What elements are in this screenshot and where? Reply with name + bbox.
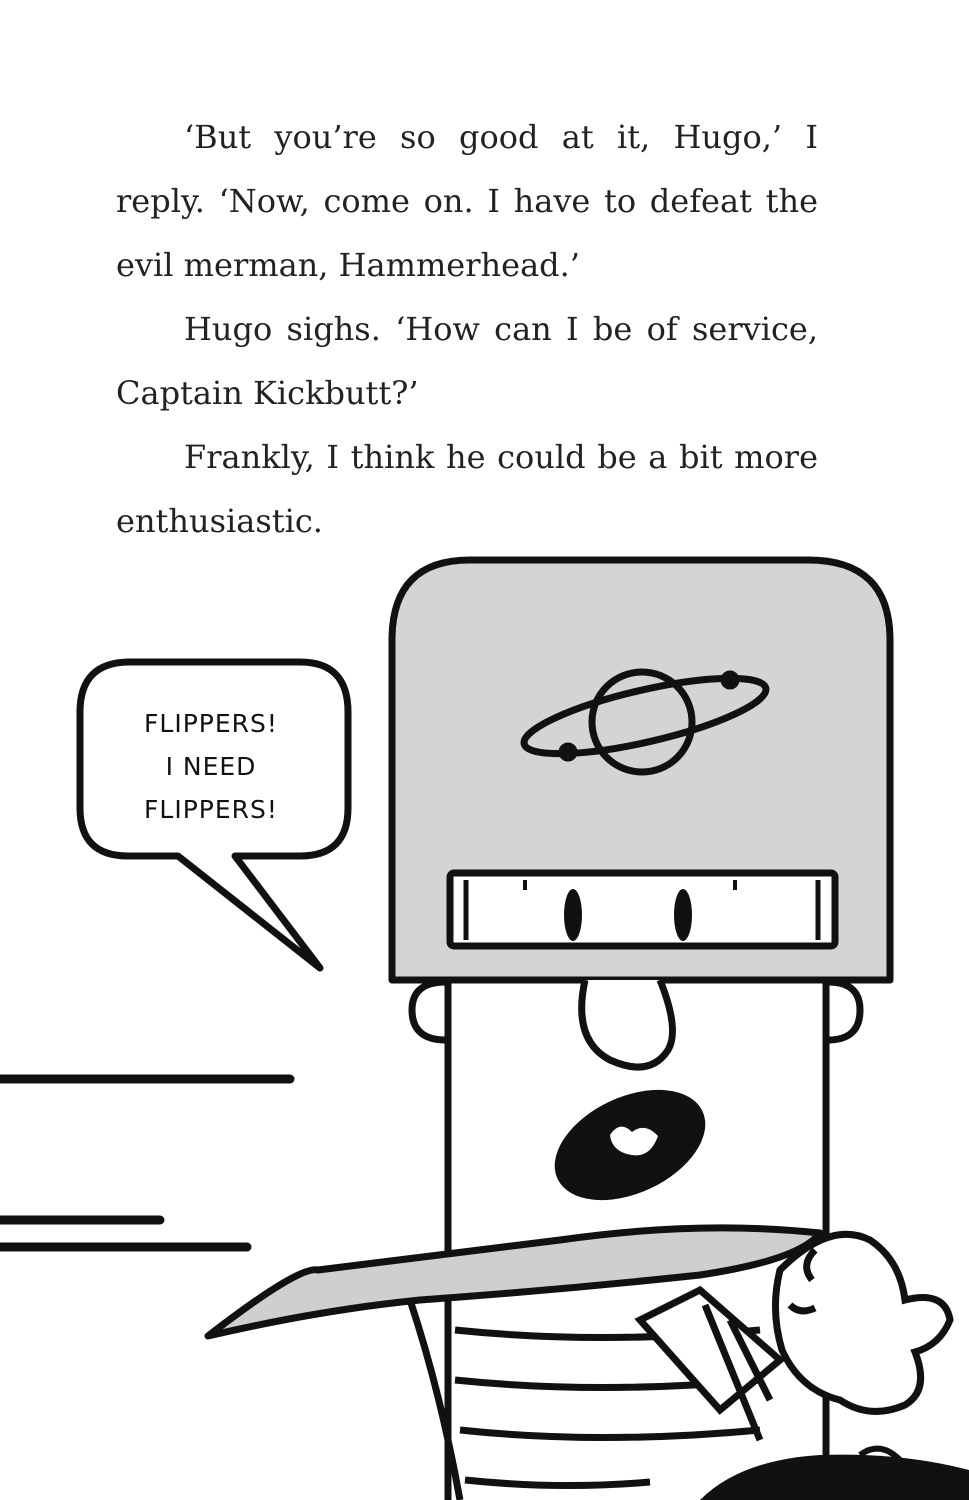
ears (408, 978, 864, 1044)
cape-knot (634, 1285, 786, 1442)
planet-icon (520, 668, 770, 776)
bubble-line-3: FLIPPERS! (144, 795, 278, 824)
paragraph-1: ‘But you’re so good at it, Hugo,’ I repl… (116, 118, 818, 284)
dark-shape (700, 1454, 969, 1500)
fist (772, 1230, 954, 1415)
left-ear (408, 978, 447, 1044)
helmet-visor (446, 869, 839, 950)
left-eye (564, 889, 582, 941)
right-eye (674, 889, 692, 941)
tail-line (858, 1445, 903, 1463)
bubble-line-1: FLIPPERS! (144, 709, 278, 738)
paragraph-3: Frankly, I think he could be a bit more … (116, 438, 818, 540)
cape (204, 1224, 824, 1340)
speed-lines (0, 1074, 295, 1252)
space-helmet (388, 556, 894, 984)
speech-bubble: FLIPPERS! I NEED FLIPPERS! (76, 658, 352, 972)
mouth (554, 1089, 706, 1201)
paragraph-2: Hugo sighs. ‘How can I be of service, Ca… (116, 310, 818, 412)
story-text: ‘But you’re so good at it, Hugo,’ I repl… (116, 105, 818, 553)
nose (578, 978, 676, 1071)
right-ear (827, 978, 864, 1044)
bubble-line-2: I NEED (166, 752, 257, 781)
cartoon-illustration: FLIPPERS! I NEED FLIPPERS! (0, 556, 969, 1500)
